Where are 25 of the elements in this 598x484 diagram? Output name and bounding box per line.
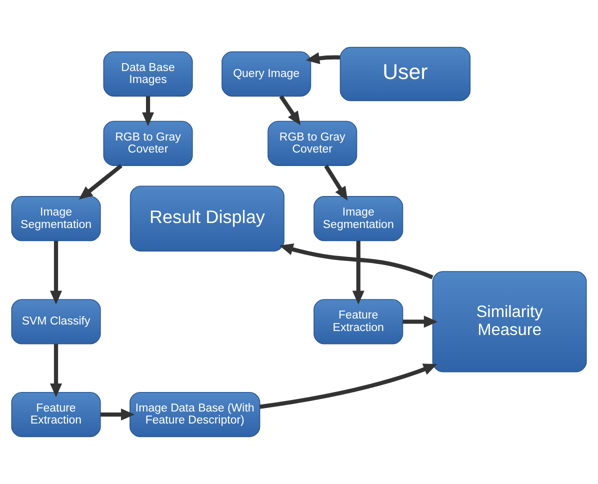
arrow [352, 240, 364, 305]
node-box: SVM Classify [11, 299, 101, 344]
arrow [279, 95, 301, 126]
node-box: Query Image [222, 51, 312, 97]
node-box: Similarity Measure [432, 271, 587, 372]
node-box: Feature Extraction [314, 299, 404, 344]
arrow [50, 240, 62, 305]
arrow [78, 164, 122, 200]
node-box: Image Segmentation [314, 196, 404, 242]
arrow [324, 164, 348, 201]
arrow [306, 52, 340, 64]
node-box: Data Base Images [103, 51, 193, 97]
node-box: Feature Extraction [11, 392, 101, 438]
node-box: Image Segmentation [11, 196, 101, 242]
node-box: Image Data Base (With Feature Descriptor) [130, 392, 260, 438]
arrow [142, 96, 154, 126]
arrow [260, 364, 438, 409]
node-box: Result Display [130, 186, 284, 252]
node-box: RGB to Gray Coveter [103, 120, 193, 166]
arrow [279, 244, 434, 280]
arrow [100, 408, 135, 421]
node-box: User [340, 46, 470, 102]
arrow [402, 316, 438, 328]
node-box: RGB to Gray Coveter [268, 120, 358, 166]
arrow [50, 344, 62, 398]
